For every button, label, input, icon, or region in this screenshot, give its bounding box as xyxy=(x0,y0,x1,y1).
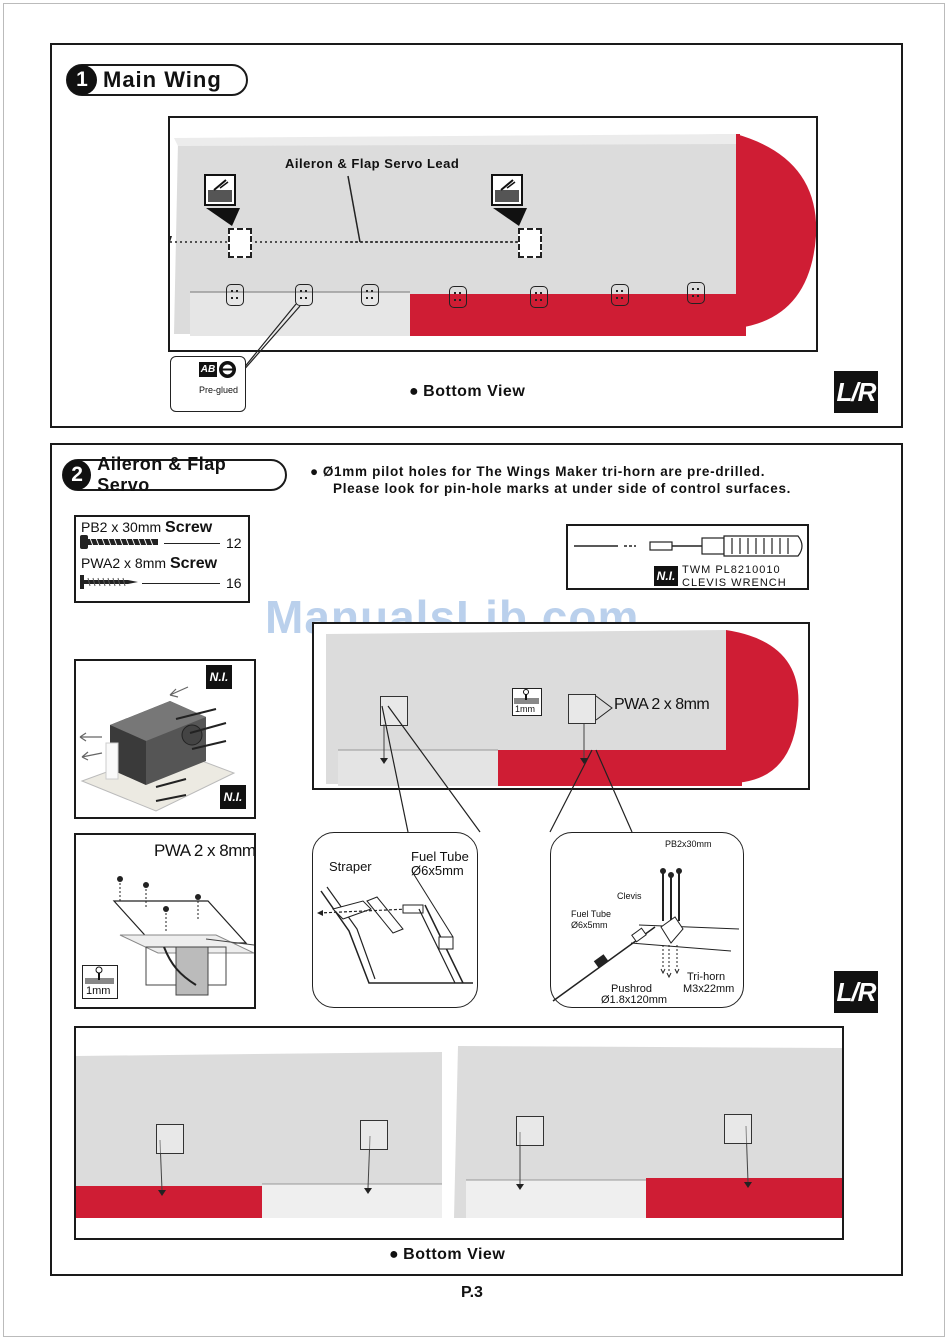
ab-badge: AB xyxy=(199,362,217,377)
section2-lr-badge: L/R xyxy=(834,971,878,1013)
hinge-icon xyxy=(295,284,313,306)
drill-1mm-icon: 1mm xyxy=(512,688,542,716)
section1-heading: 1 Main Wing xyxy=(66,64,248,96)
preglued-label: Pre-glued xyxy=(199,385,239,395)
clevis-wrench-icon xyxy=(574,535,803,557)
straper-illustration xyxy=(317,872,473,984)
bottom-view-hole xyxy=(156,1124,184,1154)
servo-illustration xyxy=(79,686,236,812)
wing-servo-illustration xyxy=(326,630,799,786)
servo-hole-aileron xyxy=(380,696,408,726)
servo-lead-label: Aileron & Flap Servo Lead xyxy=(285,156,460,171)
section2-heading: 2 Aileron & Flap Servo xyxy=(62,454,287,495)
drill-size: 1mm xyxy=(86,985,111,997)
tri-horn-size: M3x22mm xyxy=(683,983,735,995)
screw-label: PWA 2 x 8mm xyxy=(154,841,256,860)
part-row-pwa2: PWA2 x 8mm Screw xyxy=(81,555,217,573)
part-qty: 16 xyxy=(226,575,242,591)
preglued-callout: AB Pre-glued xyxy=(170,356,246,412)
main-wing-photo: Aileron & Flap Servo Lead xyxy=(168,116,818,352)
section2-number: 2 xyxy=(63,460,92,490)
hinge-icon xyxy=(611,284,629,306)
servo-cutout-flap xyxy=(518,228,542,258)
wing-screw-label: PWA 2 x 8mm xyxy=(614,696,710,713)
detail-fuel-tube-label: Fuel Tube xyxy=(571,909,612,919)
servo-install-photo: N.I. N.I. xyxy=(74,659,256,819)
clevis-wrench-tool: N.I. TWM PL8210010 CLEVIS WRENCH xyxy=(566,524,809,590)
clevis-label: Clevis xyxy=(617,891,642,901)
page-frame xyxy=(3,3,945,1337)
hinge-icon xyxy=(226,284,244,306)
detail-fuel-tube-size: Ø6x5mm xyxy=(571,920,608,930)
fuel-tube-size: Ø6x5mm xyxy=(411,863,464,878)
hinge-icon xyxy=(449,286,467,308)
section1-lr-badge: L/R xyxy=(834,371,878,413)
section2-title: Aileron & Flap Servo xyxy=(97,454,227,495)
servo-mount-diagram: PWA 2 x 8mm 1mm xyxy=(74,833,256,1009)
part-name: PB2 x 30mm xyxy=(81,519,162,535)
pushrod-size: Ø1.8x120mm xyxy=(601,994,668,1006)
bottom-view-photo xyxy=(74,1026,844,1240)
part-leader xyxy=(164,543,220,544)
screw-pointer xyxy=(595,695,613,721)
servo-cutout-aileron xyxy=(228,228,252,258)
part-kind: Screw xyxy=(165,519,213,536)
part-kind: Screw xyxy=(169,555,218,572)
part-qty: 12 xyxy=(226,535,242,551)
tri-horn-label: Tri-horn xyxy=(687,971,726,983)
servo-mount-illustration xyxy=(112,876,254,996)
section1-number: 1 xyxy=(67,65,97,95)
bottom-view-hole xyxy=(724,1114,752,1144)
hinge-icon xyxy=(687,282,705,304)
detail-leader-lines xyxy=(381,705,633,833)
part-name: PWA2 x 8mm xyxy=(81,555,167,571)
bottom-view-illustration xyxy=(76,1046,842,1218)
section1-bottom-view: Bottom View xyxy=(409,383,525,401)
tri-horn-illustration xyxy=(552,868,740,1002)
page-number: P.3 xyxy=(461,1284,483,1301)
drill-icon xyxy=(491,174,523,206)
pilot-hole-note-line1: Ø1mm pilot holes for The Wings Maker tri… xyxy=(310,464,765,479)
parts-list: PB2 x 30mm Screw 12 PWA2 x 8mm Screw 16 xyxy=(74,515,250,603)
pb-screw-label: PB2x30mm xyxy=(665,839,712,849)
hinge-icon xyxy=(530,286,548,308)
straper-label: Straper xyxy=(329,859,372,874)
ni-badge: N.I. xyxy=(220,785,246,809)
tool-name: CLEVIS WRENCH xyxy=(682,577,787,589)
tool-code: TWM PL8210010 xyxy=(682,564,781,576)
section1-title: Main Wing xyxy=(103,67,222,92)
glue-icon xyxy=(219,361,236,378)
drill-1mm-icon: 1mm xyxy=(82,965,118,999)
ni-badge: N.I. xyxy=(206,665,232,689)
pilot-hole-note-line2: Please look for pin-hole marks at under … xyxy=(333,481,792,496)
bottom-view-hole xyxy=(360,1120,388,1150)
servo-hole-flap xyxy=(568,694,596,724)
pushrod-label: Pushrod xyxy=(611,983,652,995)
wing-servo-photo: 1mm PWA 2 x 8mm xyxy=(312,622,810,790)
hinge-icon xyxy=(361,284,379,306)
wood-screw-icon xyxy=(80,575,138,589)
drill-icon xyxy=(204,174,236,206)
bottom-view-hole xyxy=(516,1116,544,1146)
tool-ni-badge: N.I. xyxy=(654,566,678,586)
fuel-tube-label: Fuel Tube xyxy=(411,849,469,864)
part-row-pb2: PB2 x 30mm Screw xyxy=(81,519,212,537)
section2-bottom-view: Bottom View xyxy=(389,1246,505,1264)
straper-detail: Straper Fuel Tube Ø6x5mm xyxy=(312,832,478,1008)
part-leader xyxy=(142,583,220,584)
drill-size: 1mm xyxy=(515,704,535,714)
tri-horn-detail: PB2x30mm Clevis Fuel Tube Ø6x5mm Pushrod… xyxy=(550,832,744,1008)
machine-screw-icon xyxy=(80,535,158,549)
